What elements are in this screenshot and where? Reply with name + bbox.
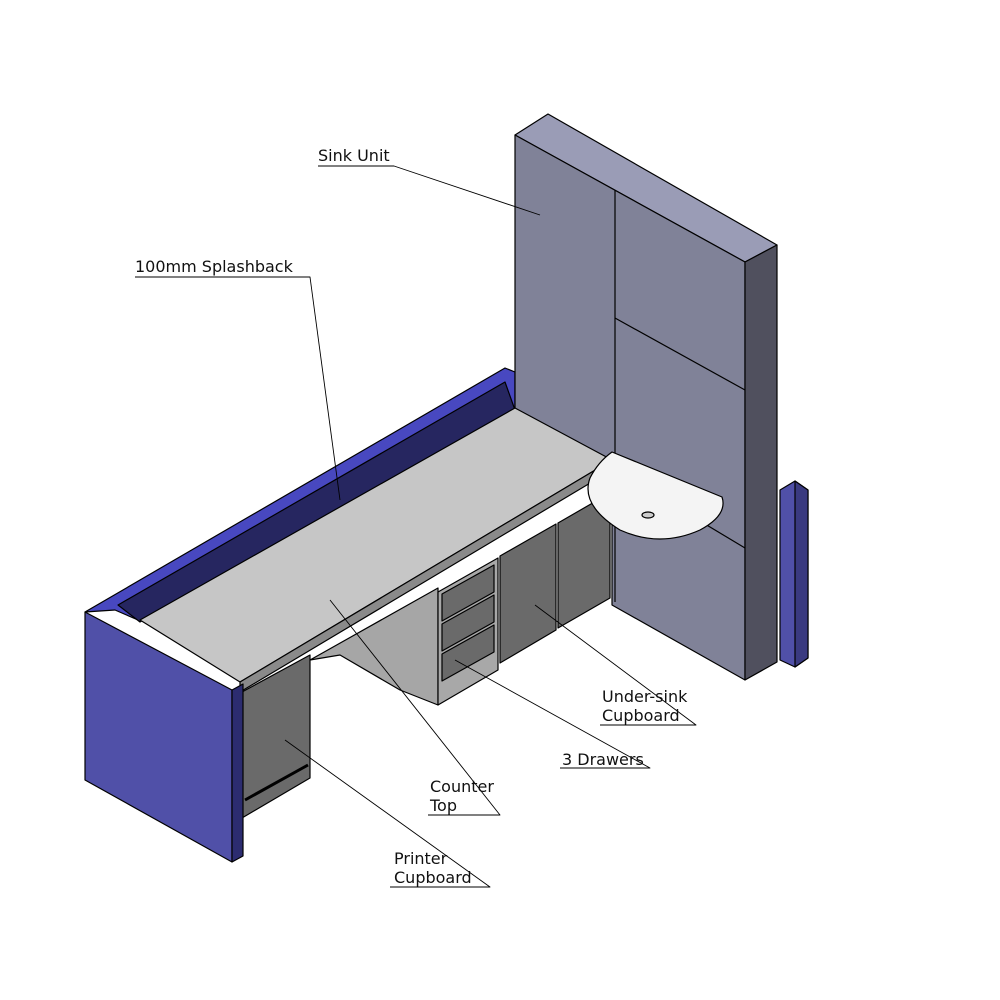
sink-unit-side bbox=[744, 244, 778, 681]
label-splashback: 100mm Splashback bbox=[135, 257, 293, 276]
under-sink-cupboard bbox=[499, 523, 557, 664]
label-sink-unit: Sink Unit bbox=[318, 146, 390, 165]
sink-basin bbox=[587, 451, 724, 540]
kneehole bbox=[309, 587, 439, 706]
label-printer-1: Printer bbox=[394, 849, 448, 868]
label-drawers: 3 Drawers bbox=[562, 750, 644, 769]
label-under-sink-2: Cupboard bbox=[602, 706, 680, 725]
leader-lines bbox=[135, 165, 697, 888]
label-printer-2: Cupboard bbox=[394, 868, 472, 887]
label-counter-2: Top bbox=[430, 796, 457, 815]
label-counter-1: Counter bbox=[430, 777, 494, 796]
label-under-sink-1: Under-sink bbox=[602, 687, 688, 706]
